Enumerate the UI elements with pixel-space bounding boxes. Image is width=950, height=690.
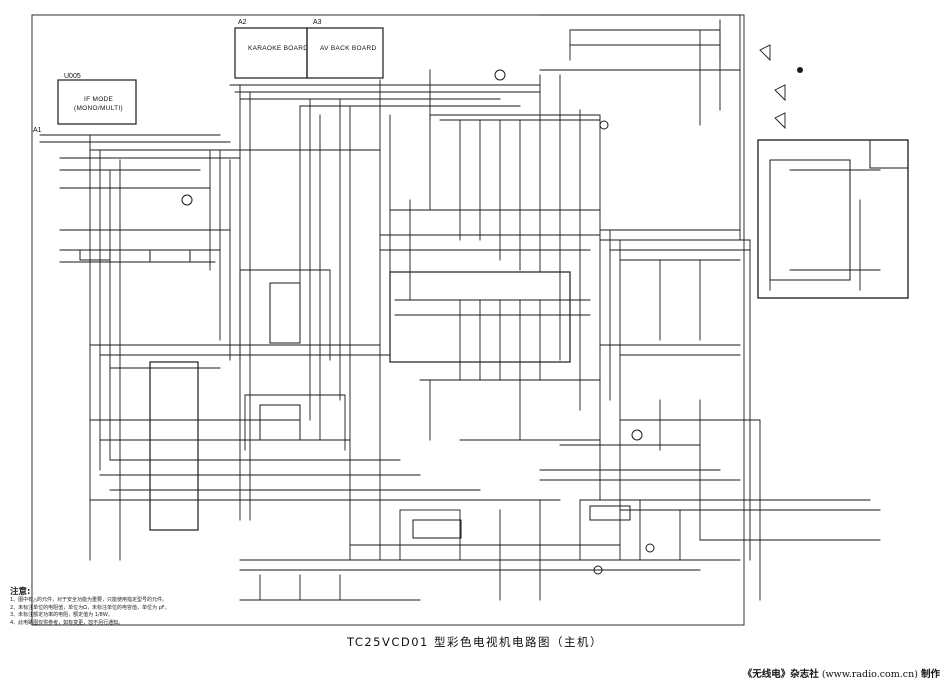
diagram-title: TC25VCD01 型彩色电视机电路图（主机） bbox=[346, 635, 604, 649]
credit-suffix: 制作 bbox=[920, 669, 940, 680]
mono-multi-label: (MONO/MULTI) bbox=[74, 105, 123, 112]
power-supply-box bbox=[399, 509, 461, 561]
av-back-board-label: AV BACK BOARD bbox=[320, 45, 377, 52]
note-item: 4、此电路图仅供参考，如有变更，恕不另行通知。 bbox=[10, 619, 124, 626]
crt-board-box bbox=[757, 139, 909, 299]
av-back-board-box bbox=[306, 27, 384, 79]
karaoke-board-box bbox=[234, 27, 308, 79]
if-mode-label: IF MODE bbox=[84, 96, 114, 103]
notes-heading: 注意: bbox=[10, 587, 31, 597]
a3-label: A3 bbox=[313, 19, 322, 26]
note-item: 1、图中有△的元件，对于安全功能为重要，只能使用指定型号的元件。 bbox=[10, 597, 168, 603]
a1-label: A1 bbox=[33, 127, 42, 134]
if-mode-box bbox=[57, 79, 137, 125]
note-item: 3、未标注额定功率的电阻，额定值为 1/8W。 bbox=[10, 612, 113, 618]
notes-block: 注意: 1、图中有△的元件，对于安全功能为重要，只能使用指定型号的元件。 2、未… bbox=[10, 585, 170, 627]
credit-magazine: 《无线电》杂志社 bbox=[742, 669, 819, 680]
note-item: 2、未标注单位的电阻值，单位为Ω，未标注单位的电容值，单位为 pF。 bbox=[10, 604, 170, 611]
u005-label: U005 bbox=[64, 73, 81, 80]
credit-line: 《无线电》杂志社 (www.radio.com.cn) 制作 bbox=[743, 666, 940, 680]
ic-block-micro bbox=[149, 361, 199, 531]
frame-left bbox=[31, 14, 745, 626]
a2-label: A2 bbox=[238, 19, 247, 26]
karaoke-board-label: KARAOKE BOARD bbox=[248, 45, 309, 52]
credit-url: (www.radio.com.cn) bbox=[821, 669, 918, 680]
